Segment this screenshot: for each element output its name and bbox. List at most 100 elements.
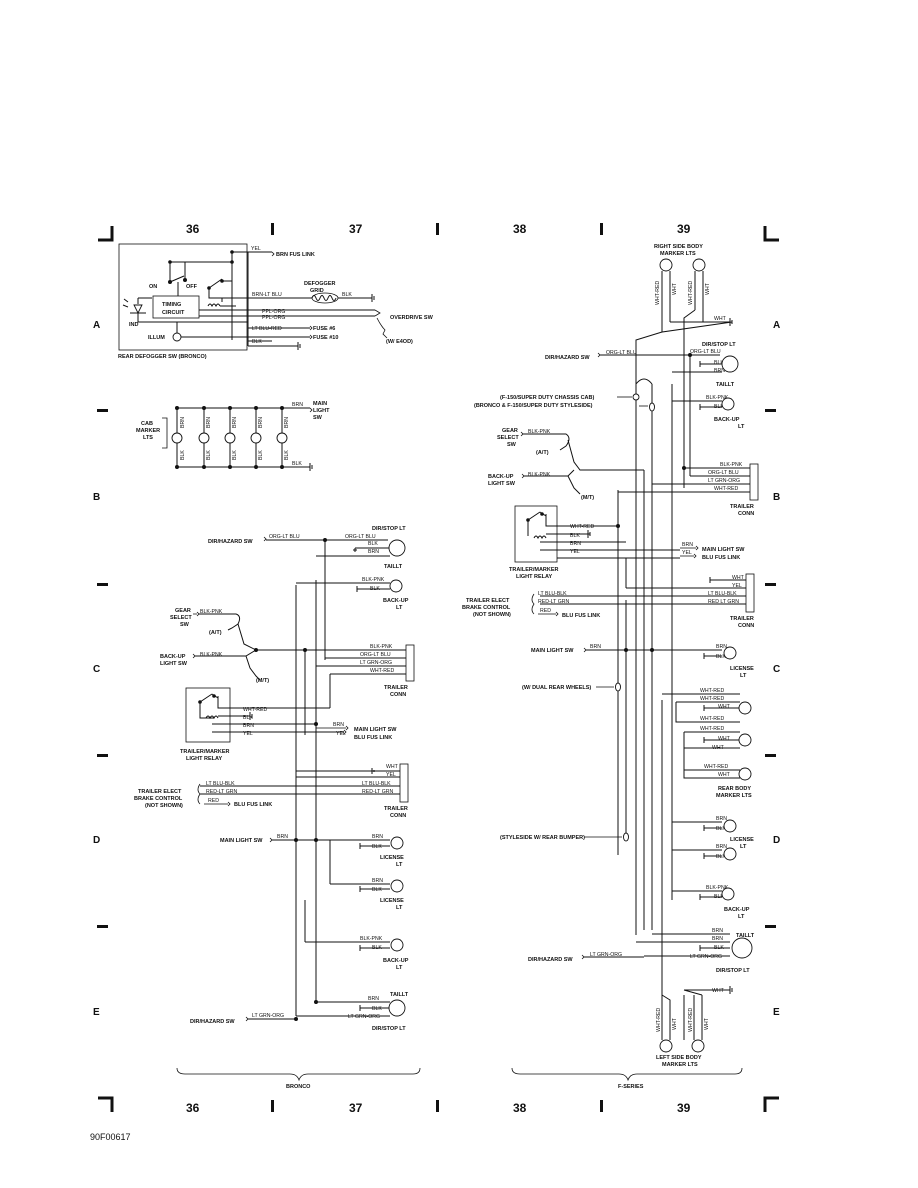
row-c-left: C [93,664,100,675]
svg-text:BLK: BLK [206,450,212,460]
svg-text:BRN: BRN [368,996,379,1002]
svg-text:LT GRN-ORG: LT GRN-ORG [690,954,722,960]
svg-text:YEL: YEL [386,772,396,778]
svg-text:TAILLT: TAILLT [384,564,403,570]
svg-text:WHT-RED: WHT-RED [570,524,594,530]
svg-text:OVERDRIVE SW: OVERDRIVE SW [390,315,434,321]
svg-text:TRAILER ELECT: TRAILER ELECT [466,598,510,604]
svg-text:MARKER: MARKER [136,428,160,434]
svg-text:TRAILER/MARKER: TRAILER/MARKER [509,567,559,573]
svg-text:ON: ON [149,284,157,290]
svg-text:LICENSE: LICENSE [380,855,404,861]
svg-text:BLK: BLK [368,541,378,547]
svg-text:CIRCUIT: CIRCUIT [162,310,185,316]
svg-text:CONN: CONN [390,692,406,698]
svg-text:WHT-RED: WHT-RED [700,716,724,722]
svg-text:WHT: WHT [672,282,678,295]
col-38-top: 38 [513,222,527,236]
svg-text:LIGHT RELAY: LIGHT RELAY [186,756,222,762]
col-36-bottom: 36 [186,1101,200,1115]
svg-text:MARKER LTS: MARKER LTS [716,793,752,799]
svg-text:BLK: BLK [258,450,264,460]
svg-text:BRN: BRN [277,834,288,840]
svg-text:PPL-ORG: PPL-ORG [262,315,285,321]
svg-text:BLK: BLK [292,461,302,467]
svg-text:BRN: BRN [284,417,290,428]
svg-text:ORG-LT BLU: ORG-LT BLU [708,470,739,476]
svg-text:ORG-LT BLU: ORG-LT BLU [606,350,637,356]
svg-text:CONN: CONN [390,813,406,819]
svg-text:MARKER LTS: MARKER LTS [660,251,696,257]
svg-text:WHT-RED: WHT-RED [700,688,724,694]
svg-text:LT: LT [396,965,403,971]
svg-text:LT BLU-BLK: LT BLU-BLK [708,591,737,597]
row-a-right: A [773,320,780,331]
svg-text:BRN: BRN [712,936,723,942]
svg-text:OFF: OFF [186,284,198,290]
svg-text:DIR/STOP LT: DIR/STOP LT [702,342,736,348]
svg-text:WHT-RED: WHT-RED [243,707,267,713]
svg-text:YEL: YEL [243,731,253,737]
col-37-top: 37 [349,222,363,236]
svg-text:(BRONCO & F-150/SUPER DUTY STY: (BRONCO & F-150/SUPER DUTY STYLESIDE) [474,403,593,409]
svg-text:BLK-PNK: BLK-PNK [528,429,551,435]
svg-text:LT: LT [740,673,747,679]
row-e-left: E [93,1007,100,1018]
svg-text:(F-150/SUPER DUTY CHASSIS CAB): (F-150/SUPER DUTY CHASSIS CAB) [500,395,594,401]
svg-text:WHT-RED: WHT-RED [714,486,738,492]
svg-text:SELECT: SELECT [497,435,519,441]
svg-text:YEL: YEL [570,549,580,555]
svg-text:WHT-RED: WHT-RED [704,764,728,770]
svg-text:LT BLU-BLK: LT BLU-BLK [362,781,391,787]
fseries-schematic: RIGHT SIDE BODY MARKER LTS WHT-RED WHT W… [462,244,759,1068]
svg-text:TRAILER: TRAILER [730,504,754,510]
svg-text:(STYLESIDE W/ REAR BUMPER): (STYLESIDE W/ REAR BUMPER) [500,835,585,841]
svg-text:RED: RED [208,798,219,804]
svg-text:BLK-PNK: BLK-PNK [200,609,223,615]
svg-text:LT: LT [396,862,403,868]
svg-text:WHT-RED: WHT-RED [700,726,724,732]
bronco-section-label: BRONCO [286,1084,311,1090]
svg-text:BRAKE CONTROL: BRAKE CONTROL [462,605,511,611]
svg-text:DIR/STOP LT: DIR/STOP LT [372,526,406,532]
svg-text:LT: LT [396,905,403,911]
svg-text:BACK-UP: BACK-UP [383,958,409,964]
svg-text:WHT: WHT [712,745,725,751]
svg-text:RIGHT SIDE BODY: RIGHT SIDE BODY [654,244,703,250]
corner-mark-tl [98,226,114,242]
svg-text:WHT: WHT [732,575,745,581]
svg-text:WHT-RED: WHT-RED [370,668,394,674]
svg-text:BLK-PNK: BLK-PNK [720,462,743,468]
svg-text:BRN: BRN [590,644,601,650]
svg-text:TAILLT: TAILLT [390,992,409,998]
col-36-top: 36 [186,222,200,236]
svg-text:BLK-PNK: BLK-PNK [706,885,729,891]
corner-mark-bl [98,1096,114,1112]
svg-text:WHT-RED: WHT-RED [655,281,661,305]
svg-text:BRN: BRN [716,816,727,822]
svg-text:LT GRN-ORG: LT GRN-ORG [590,952,622,958]
corner-mark-br [763,1096,779,1112]
svg-text:WHT: WHT [672,1017,678,1030]
row-c-right: C [773,664,780,675]
svg-text:YEL: YEL [336,731,346,737]
svg-text:WHT: WHT [712,988,725,994]
svg-text:BLK: BLK [716,854,726,860]
svg-text:BRN FUS LINK: BRN FUS LINK [276,252,315,258]
svg-text:WHT-RED: WHT-RED [688,281,694,305]
svg-text:BLU FUS LINK: BLU FUS LINK [562,613,600,619]
svg-text:TIMING: TIMING [162,302,181,308]
svg-text:MAIN LIGHT SW: MAIN LIGHT SW [220,838,263,844]
svg-text:MARKER LTS: MARKER LTS [662,1062,698,1068]
row-a-left: A [93,320,100,331]
svg-text:BRAKE CONTROL: BRAKE CONTROL [134,796,183,802]
svg-text:DIR/HAZARD SW: DIR/HAZARD SW [545,355,590,361]
svg-text:LEFT SIDE BODY: LEFT SIDE BODY [656,1055,702,1061]
svg-text:BLK-PNK: BLK-PNK [370,644,393,650]
svg-text:ILLUM: ILLUM [148,335,165,341]
svg-text:SW: SW [313,415,323,421]
svg-text:TRAILER: TRAILER [730,616,754,622]
row-b-right: B [773,492,780,503]
svg-text:LT: LT [738,914,745,920]
bronco-bracket [176,1067,421,1082]
